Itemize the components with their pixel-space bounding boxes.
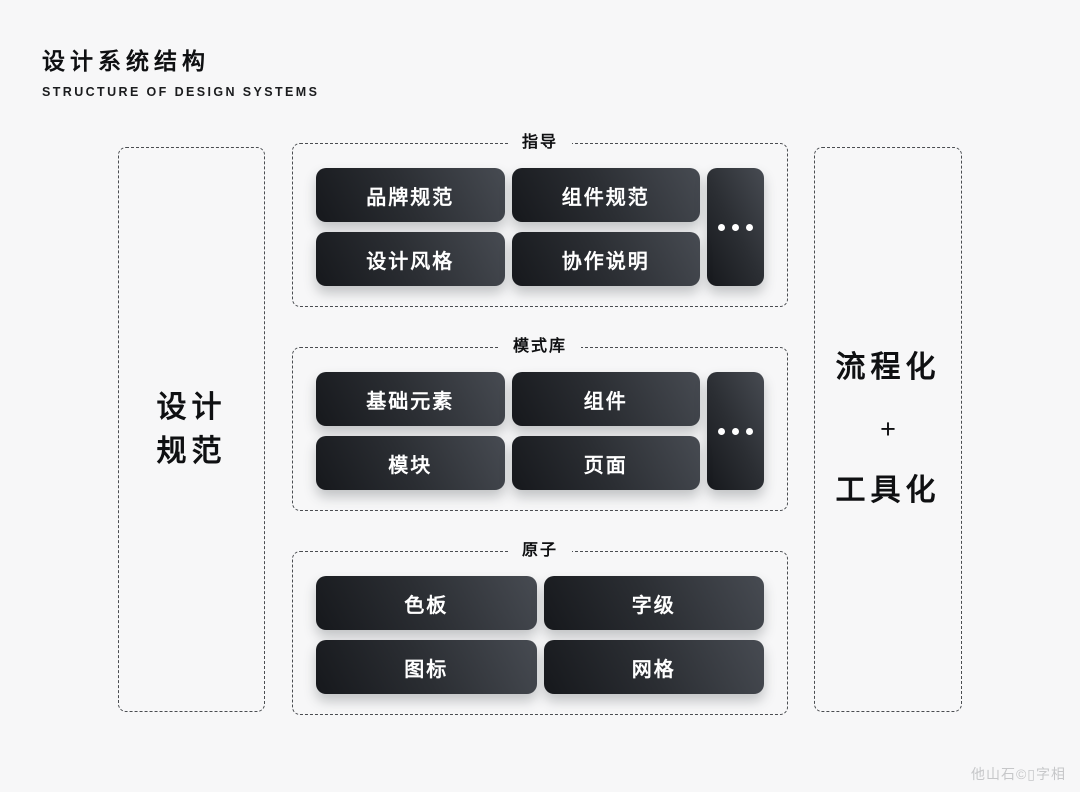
button-design-style[interactable]: 设计风格 (316, 232, 505, 286)
button-pages[interactable]: 页面 (511, 436, 700, 490)
button-component-spec[interactable]: 组件规范 (511, 168, 700, 222)
button-color-palette[interactable]: 色板 (316, 576, 537, 630)
group-guidance-grid: 品牌规范 组件规范 设计风格 协作说明 (293, 144, 787, 306)
more-button[interactable] (707, 372, 764, 490)
button-brand-spec[interactable]: 品牌规范 (316, 168, 505, 222)
button-components[interactable]: 组件 (511, 372, 700, 426)
ellipsis-icon (746, 223, 753, 231)
page-subtitle: STRUCTURE OF DESIGN SYSTEMS (42, 85, 320, 99)
button-collab-notes[interactable]: 协作说明 (511, 232, 700, 286)
button-modules[interactable]: 模块 (316, 436, 505, 490)
group-guidance-label: 指导 (507, 132, 573, 154)
group-atoms-grid: 色板 字级 图标 网格 (293, 552, 787, 714)
more-button[interactable] (707, 168, 764, 286)
process-line: 流程化 (835, 351, 941, 385)
ellipsis-icon (746, 427, 753, 435)
button-icons[interactable]: 图标 (316, 640, 537, 694)
group-pattern-library: 模式库 基础元素 组件 模块 页面 (292, 336, 788, 511)
ellipsis-icon (718, 427, 725, 435)
page-title: 设计系统结构 (42, 48, 210, 74)
group-atoms: 原子 色板 字级 图标 网格 (292, 540, 788, 715)
group-guidance: 指导 品牌规范 组件规范 设计风格 协作说明 (292, 132, 788, 307)
group-pattern-library-label: 模式库 (498, 336, 582, 358)
button-grid[interactable]: 网格 (543, 640, 764, 694)
header: 设计系统结构 STRUCTURE OF DESIGN SYSTEMS (42, 42, 319, 99)
watermark: 他山石©▯字相 (970, 766, 1066, 782)
tooling-line: 工具化 (835, 474, 941, 508)
ellipsis-icon (732, 223, 739, 231)
plus-icon: + (880, 413, 896, 444)
button-type-scale[interactable]: 字级 (543, 576, 764, 630)
process-tooling-panel: 流程化 + 工具化 (814, 147, 962, 712)
design-spec-label: 设计 规范 (156, 391, 227, 468)
group-pattern-library-grid: 基础元素 组件 模块 页面 (293, 348, 787, 510)
ellipsis-icon (718, 223, 725, 231)
ellipsis-icon (732, 427, 739, 435)
button-basic-elements[interactable]: 基础元素 (316, 372, 505, 426)
design-spec-panel: 设计 规范 (118, 147, 265, 712)
process-tooling-label: 流程化 + 工具化 (836, 346, 941, 512)
group-atoms-label: 原子 (507, 540, 573, 562)
